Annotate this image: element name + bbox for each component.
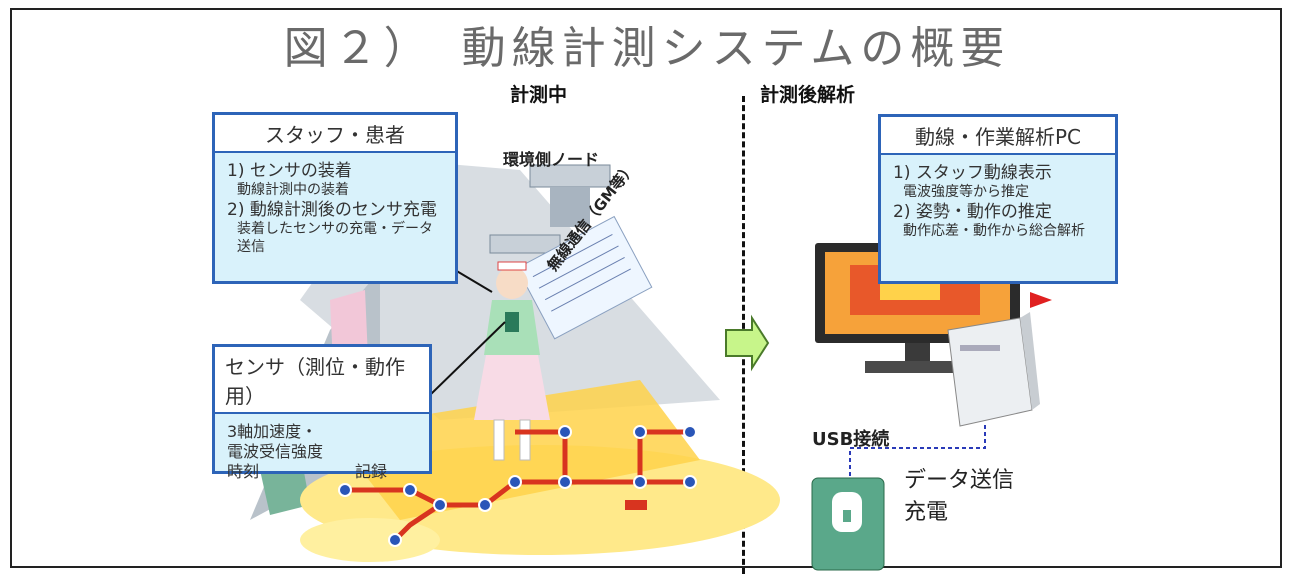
sensor-box: センサ（測位・動作用） 3軸加速度・ 電波受信強度 時刻 記録 [212,344,432,481]
sensor-box-heading: センサ（測位・動作用） [215,347,429,414]
ceiling-node-icon [489,164,611,254]
phase-label-during: 計測中 [510,84,568,106]
pc-line: 2) 姿勢・動作の推定 [893,201,1052,222]
floor-red-patch [625,500,647,510]
usb-label: USB接続 [812,429,890,450]
staff-box-heading: スタッフ・患者 [215,115,455,153]
node-point [433,498,447,512]
staff-box: スタッフ・患者 1) センサの装着 動線計測中の装着 2) 動線計測後のセンサ充… [212,112,458,284]
pc-box-body: 1) スタッフ動線表示 電波強度等から推定 2) 姿勢・動作の推定 動作応差・動… [881,155,1115,249]
charger-icon [811,477,885,571]
node-point [683,475,697,489]
node-point [558,425,572,439]
staff-box-body: 1) センサの装着 動線計測中の装着 2) 動線計測後のセンサ充電 装着したセン… [215,153,455,264]
wireless-paper-icon [516,215,653,340]
charge-label-line1: データ送信 [904,468,1015,493]
node-point [478,498,492,512]
node-point [558,475,572,489]
movement-path-branch [393,502,442,542]
staff-line: 2) 動線計測後のセンサ充電 [227,199,437,220]
sensor-line: 3軸加速度・ [227,422,318,441]
node-point [508,475,522,489]
pc-line: 1) スタッフ動線表示 [893,163,1052,183]
sensor-line: 電波受信強度 [227,442,324,461]
pc-line: 動作応差・動作から総合解析 [903,223,1085,239]
node-point [338,483,352,497]
figure-title: 図２） 動線計測システムの概要 [283,23,1011,74]
pc-box: 動線・作業解析PC 1) スタッフ動線表示 電波強度等から推定 2) 姿勢・動作… [878,114,1118,284]
pc-tower-icon [947,312,1040,427]
pc-line: 電波強度等から推定 [903,184,1029,201]
node-point [633,425,647,439]
callout-line-sensor [429,321,506,396]
pc-box-heading: 動線・作業解析PC [881,117,1115,155]
floor-glow-small [300,518,440,562]
red-pointer-icon [1030,292,1052,308]
node-point [388,533,402,547]
phase-label-after: 計測後解析 [760,84,856,106]
monitor-icon [815,243,1020,373]
staff-line: 送信 [237,238,265,255]
sensor-line: 時刻 記録 [227,462,388,481]
staff-line: 動線計測中の装着 [237,182,349,199]
callout-line-staff [454,269,493,293]
transfer-arrow-icon [725,314,770,372]
sensor-nodes [338,425,697,547]
environment-node-label: 環境側ノード [503,150,600,169]
node-point [633,475,647,489]
node-point [403,483,417,497]
floor-grid [330,380,700,520]
nurse-figure-icon [474,261,550,461]
staff-line: 1) センサの装着 [227,161,352,181]
staff-line: 装着したセンサの充電・データ [237,221,433,237]
sensor-box-body: 3軸加速度・ 電波受信強度 時刻 記録 [215,414,429,490]
charge-label-line2: 充電 [904,500,949,525]
node-point [683,425,697,439]
